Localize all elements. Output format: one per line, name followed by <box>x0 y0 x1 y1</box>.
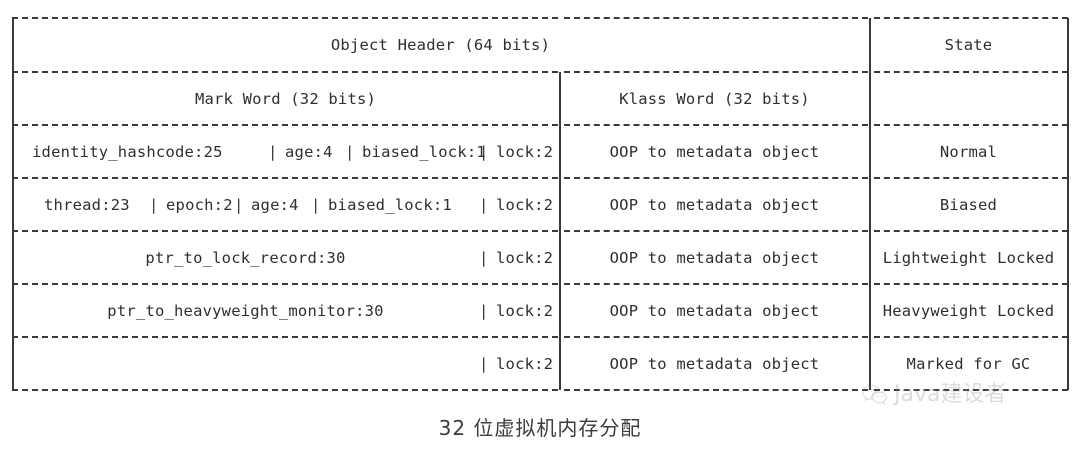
cell-r4-ptr-to-heavyweight-monitor: ptr_to_heavyweight_monitor:30 <box>107 301 384 320</box>
hrule-6-2 <box>564 336 868 338</box>
cell-r3-state: Lightweight Locked <box>882 248 1055 267</box>
hrule-bottom-3 <box>874 389 1068 391</box>
cell-object-header: Object Header (64 bits) <box>330 35 551 54</box>
cell-r2-thread: thread:23 <box>44 195 130 214</box>
cell-r3-klass-word: OOP to metadata object <box>609 248 820 267</box>
cell-r2-epoch: epoch:2 <box>166 195 233 214</box>
cell-r3-lock: lock:2 <box>496 248 554 267</box>
hrule-1-3 <box>874 71 1068 73</box>
hrule-bottom <box>12 389 558 391</box>
cell-r5-state: Marked for GC <box>906 354 1031 373</box>
cell-r5-klass-word: OOP to metadata object <box>609 354 820 373</box>
hrule-1-2 <box>564 71 868 73</box>
pipe-r1-b: | <box>345 142 355 161</box>
cell-r2-biased-lock: biased_lock:1 <box>328 195 452 214</box>
pipe-r4-a: | <box>479 301 489 320</box>
vrule-left-border <box>12 18 14 390</box>
cell-r4-state: Heavyweight Locked <box>882 301 1055 320</box>
cell-r1-biased-lock: biased_lock:1 <box>362 142 486 161</box>
hrule-6 <box>12 336 558 338</box>
cell-klass-word-header: Klass Word (32 bits) <box>619 89 810 108</box>
cell-r1-age: age:4 <box>285 142 333 161</box>
hrule-2-2 <box>564 124 868 126</box>
cell-mark-word-header: Mark Word (32 bits) <box>194 89 377 108</box>
watermark-text: Java建设者 <box>894 382 1007 407</box>
pipe-r1-c: | <box>479 142 489 161</box>
hrule-3 <box>12 177 558 179</box>
cell-r3-ptr-to-lock-record: ptr_to_lock_record:30 <box>145 248 346 267</box>
hrule-3-2 <box>564 177 868 179</box>
cell-r2-age: age:4 <box>251 195 299 214</box>
cell-r2-state: Biased <box>939 195 998 214</box>
cell-r1-identity-hashcode: identity_hashcode:25 <box>32 142 223 161</box>
cell-r4-klass-word: OOP to metadata object <box>609 301 820 320</box>
hrule-5 <box>12 283 558 285</box>
pipe-r2-c: | <box>311 195 321 214</box>
pipe-r5-a: | <box>479 354 489 373</box>
cell-r4-lock: lock:2 <box>496 301 554 320</box>
cell-state-header: State <box>944 35 993 54</box>
hrule-4-2 <box>564 230 868 232</box>
vrule-header-state <box>869 18 871 390</box>
vrule-markword-klassword <box>559 72 561 390</box>
cell-state-blank <box>870 72 1067 125</box>
watermark: Java建设者 <box>862 384 1006 406</box>
hrule-4 <box>12 230 558 232</box>
hrule-5-2 <box>564 283 868 285</box>
diagram-caption: 32 位虚拟机内存分配 <box>438 416 642 440</box>
hrule-6-3 <box>874 336 1068 338</box>
pipe-r3-a: | <box>479 248 489 267</box>
hrule-5-3 <box>874 283 1068 285</box>
cell-r2-lock: lock:2 <box>496 195 554 214</box>
pipe-r2-d: | <box>479 195 489 214</box>
cell-r1-klass-word: OOP to metadata object <box>609 142 820 161</box>
pipe-r2-a: | <box>149 195 159 214</box>
cell-r1-state: Normal <box>939 142 998 161</box>
hrule-top <box>12 17 558 19</box>
pipe-r2-b: | <box>234 195 244 214</box>
hrule-3-3 <box>874 177 1068 179</box>
hrule-top-3 <box>874 17 1068 19</box>
pipe-r1-a: | <box>268 142 278 161</box>
cell-r5-empty-mark-word <box>12 337 479 390</box>
hrule-1 <box>12 71 558 73</box>
hrule-4-3 <box>874 230 1068 232</box>
object-header-ascii-table: Object Header (64 bits) State Mark Word … <box>12 10 1070 395</box>
cell-r1-lock: lock:2 <box>496 142 554 161</box>
cell-r2-klass-word: OOP to metadata object <box>609 195 820 214</box>
hrule-bottom-2 <box>564 389 868 391</box>
hrule-2-3 <box>874 124 1068 126</box>
hrule-top-2 <box>564 17 868 19</box>
hrule-2 <box>12 124 558 126</box>
cell-r5-lock: lock:2 <box>496 354 554 373</box>
wechat-icon <box>862 384 888 406</box>
vrule-right-border <box>1067 18 1069 390</box>
